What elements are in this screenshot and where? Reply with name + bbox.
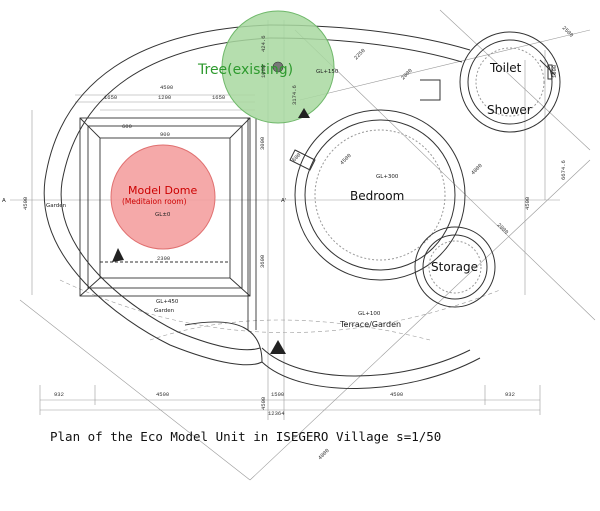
storage-label: Storage — [431, 260, 478, 274]
dome-level-label: GL±0 — [155, 212, 171, 218]
bedroom-walls — [294, 109, 466, 281]
entrance-arrow-icon — [112, 248, 124, 262]
dome-label: Model Dome — [128, 184, 197, 197]
dim-4500-left: 4500 — [22, 197, 29, 210]
dim-6674: 6674.6 — [560, 160, 567, 180]
garden-frame — [79, 117, 257, 330]
dim-1000-toilet: 1000 — [551, 65, 558, 78]
axis-a-mid: A' — [281, 198, 286, 204]
dim-3600: 3600 — [259, 255, 266, 268]
toilet-label: Toilet — [489, 61, 522, 75]
dim-4500-bottom: 4500 — [260, 397, 267, 410]
dim-424: 424.6 — [260, 35, 267, 52]
dim-3174: 3174.6 — [291, 85, 298, 105]
terrace-level-label: GL+100 — [358, 311, 381, 317]
plan-title: Plan of the Eco Model Unit in ISEGERO Vi… — [50, 429, 441, 444]
bedroom-label: Bedroom — [350, 189, 404, 203]
toilet-walls — [459, 31, 561, 133]
dim-600-bed: 600 — [290, 151, 302, 163]
dim-932-left: 932 — [54, 391, 64, 398]
dim-4000-bottom: 4000 — [316, 447, 330, 461]
tree-arrow-icon — [298, 108, 310, 118]
dim-2300: 2300 — [157, 255, 170, 262]
bedroom-level-label: GL+300 — [376, 174, 399, 180]
dim-1650-left: 1650 — [104, 94, 117, 101]
dim-1000: 1000 — [260, 65, 267, 78]
dim-1500: 1500 — [271, 391, 284, 398]
garden-level-label: GL+450 — [156, 299, 179, 305]
dim-4500-br: 4500 — [390, 391, 403, 398]
tree-level-label: GL+150 — [316, 69, 339, 75]
dim-900: 900 — [160, 131, 170, 138]
axis-a-left: A — [2, 198, 6, 204]
shower-label: Shower — [487, 103, 532, 117]
dim-932-right: 932 — [505, 391, 515, 398]
wall-stubs — [289, 59, 556, 171]
dim-4500-bl: 4500 — [156, 391, 169, 398]
dim-4000: 4000 — [469, 162, 483, 176]
tree-trunk-icon — [272, 61, 284, 73]
dim-2000-top: 2000 — [399, 67, 413, 81]
dim-2250: 2250 — [352, 47, 366, 61]
garden-left-label: Garden — [46, 203, 67, 209]
tree-label: Tree(existing) — [197, 62, 293, 78]
dim-4500-diag: 4500 — [338, 152, 352, 166]
terrace-arrow-icon — [270, 340, 286, 354]
dim-2000-right: 2000 — [496, 221, 510, 235]
terrace-wall — [261, 347, 481, 389]
dome-sublabel: (Meditaion room) — [122, 197, 187, 206]
model-dome — [110, 144, 216, 250]
garden-bottom-label: Garden — [154, 308, 175, 314]
storage-walls — [414, 226, 496, 308]
dim-12364: 12364 — [268, 410, 285, 417]
dim-3000: 3000 — [259, 137, 266, 150]
dim-1650-right: 1650 — [212, 94, 225, 101]
dim-4500-top: 4500 — [160, 84, 173, 91]
dim-4500-right: 4500 — [524, 197, 531, 210]
dim-1200: 1200 — [158, 94, 171, 101]
dim-600: 600 — [122, 123, 132, 130]
terrace-label: Terrace/Garden — [339, 320, 401, 329]
